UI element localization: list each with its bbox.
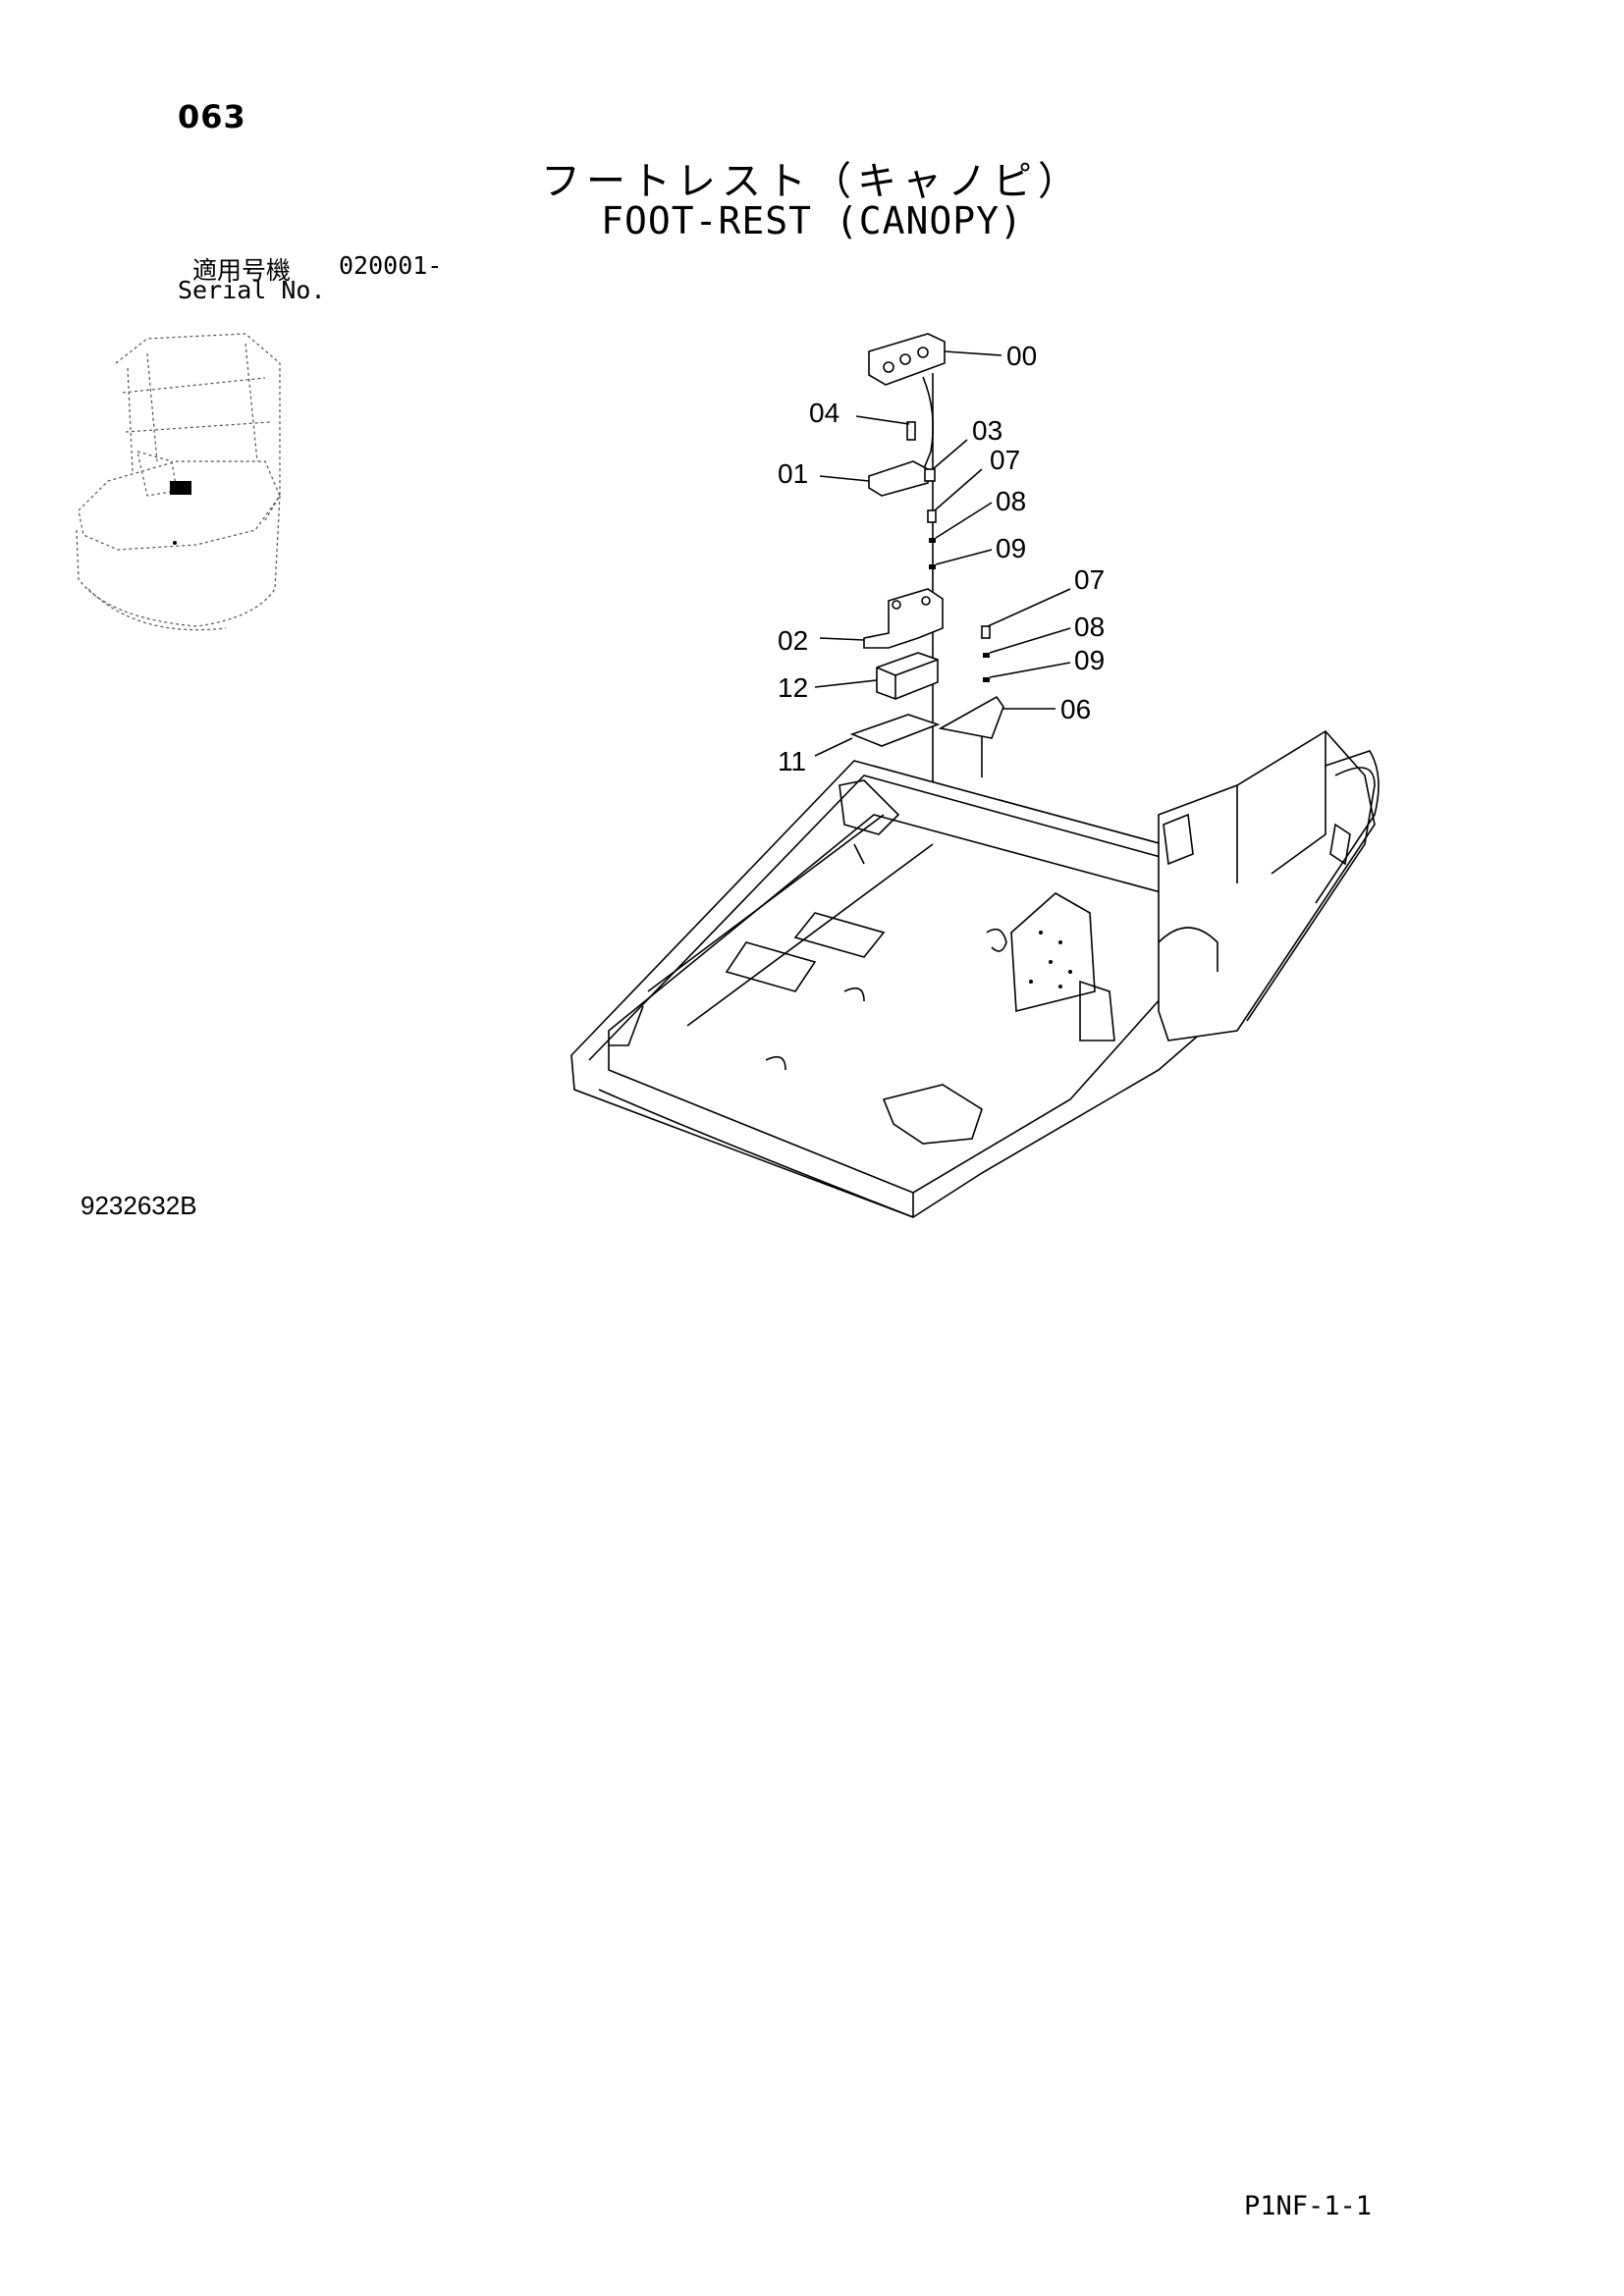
callout-09-lower: 09 (1074, 645, 1105, 675)
part-12-block (814, 652, 939, 700)
part-11-pad (814, 714, 941, 757)
callout-12: 12 (778, 672, 808, 703)
title-japanese: フートレスト（キャノピ） (541, 159, 1083, 204)
callout-01: 01 (778, 458, 808, 489)
serial-value: 020001- (339, 251, 443, 280)
part-02-bracket (819, 588, 944, 649)
callout-09-upper: 09 (996, 533, 1026, 563)
part-04-bolt (855, 415, 916, 441)
floor-frame-assembly (570, 729, 1380, 1218)
fastener-stack-lower (981, 588, 1071, 682)
callout-03: 03 (972, 415, 1002, 446)
callout-06: 06 (1060, 694, 1091, 724)
title-english: FOOT-REST (CANOPY) (601, 199, 1023, 242)
callout-11: 11 (778, 746, 806, 776)
part-00-plate (868, 333, 1002, 472)
locator-highlight-icon (170, 481, 191, 495)
callout-04: 04 (809, 398, 839, 428)
callout-08-lower: 08 (1074, 612, 1105, 642)
fastener-stack-upper (927, 468, 993, 569)
serial-label-english: Serial No. (178, 276, 326, 304)
part-01-bracket (819, 460, 929, 497)
part-06-plate (938, 695, 1056, 739)
page-code: P1NF-1-1 (1244, 2191, 1373, 2221)
callout-07-upper: 07 (990, 445, 1020, 475)
page-number: 063 (178, 98, 246, 135)
callout-08-upper: 08 (996, 486, 1026, 516)
drawing-number: 9232632B (81, 1191, 197, 1220)
callout-07-lower: 07 (1074, 564, 1105, 595)
machine-locator-thumbnail (76, 333, 281, 631)
serial-label-japanese: 適用号機 (192, 256, 292, 285)
callout-00: 00 (1006, 341, 1037, 371)
part-03-nut (924, 439, 968, 482)
callout-02: 02 (778, 625, 808, 656)
